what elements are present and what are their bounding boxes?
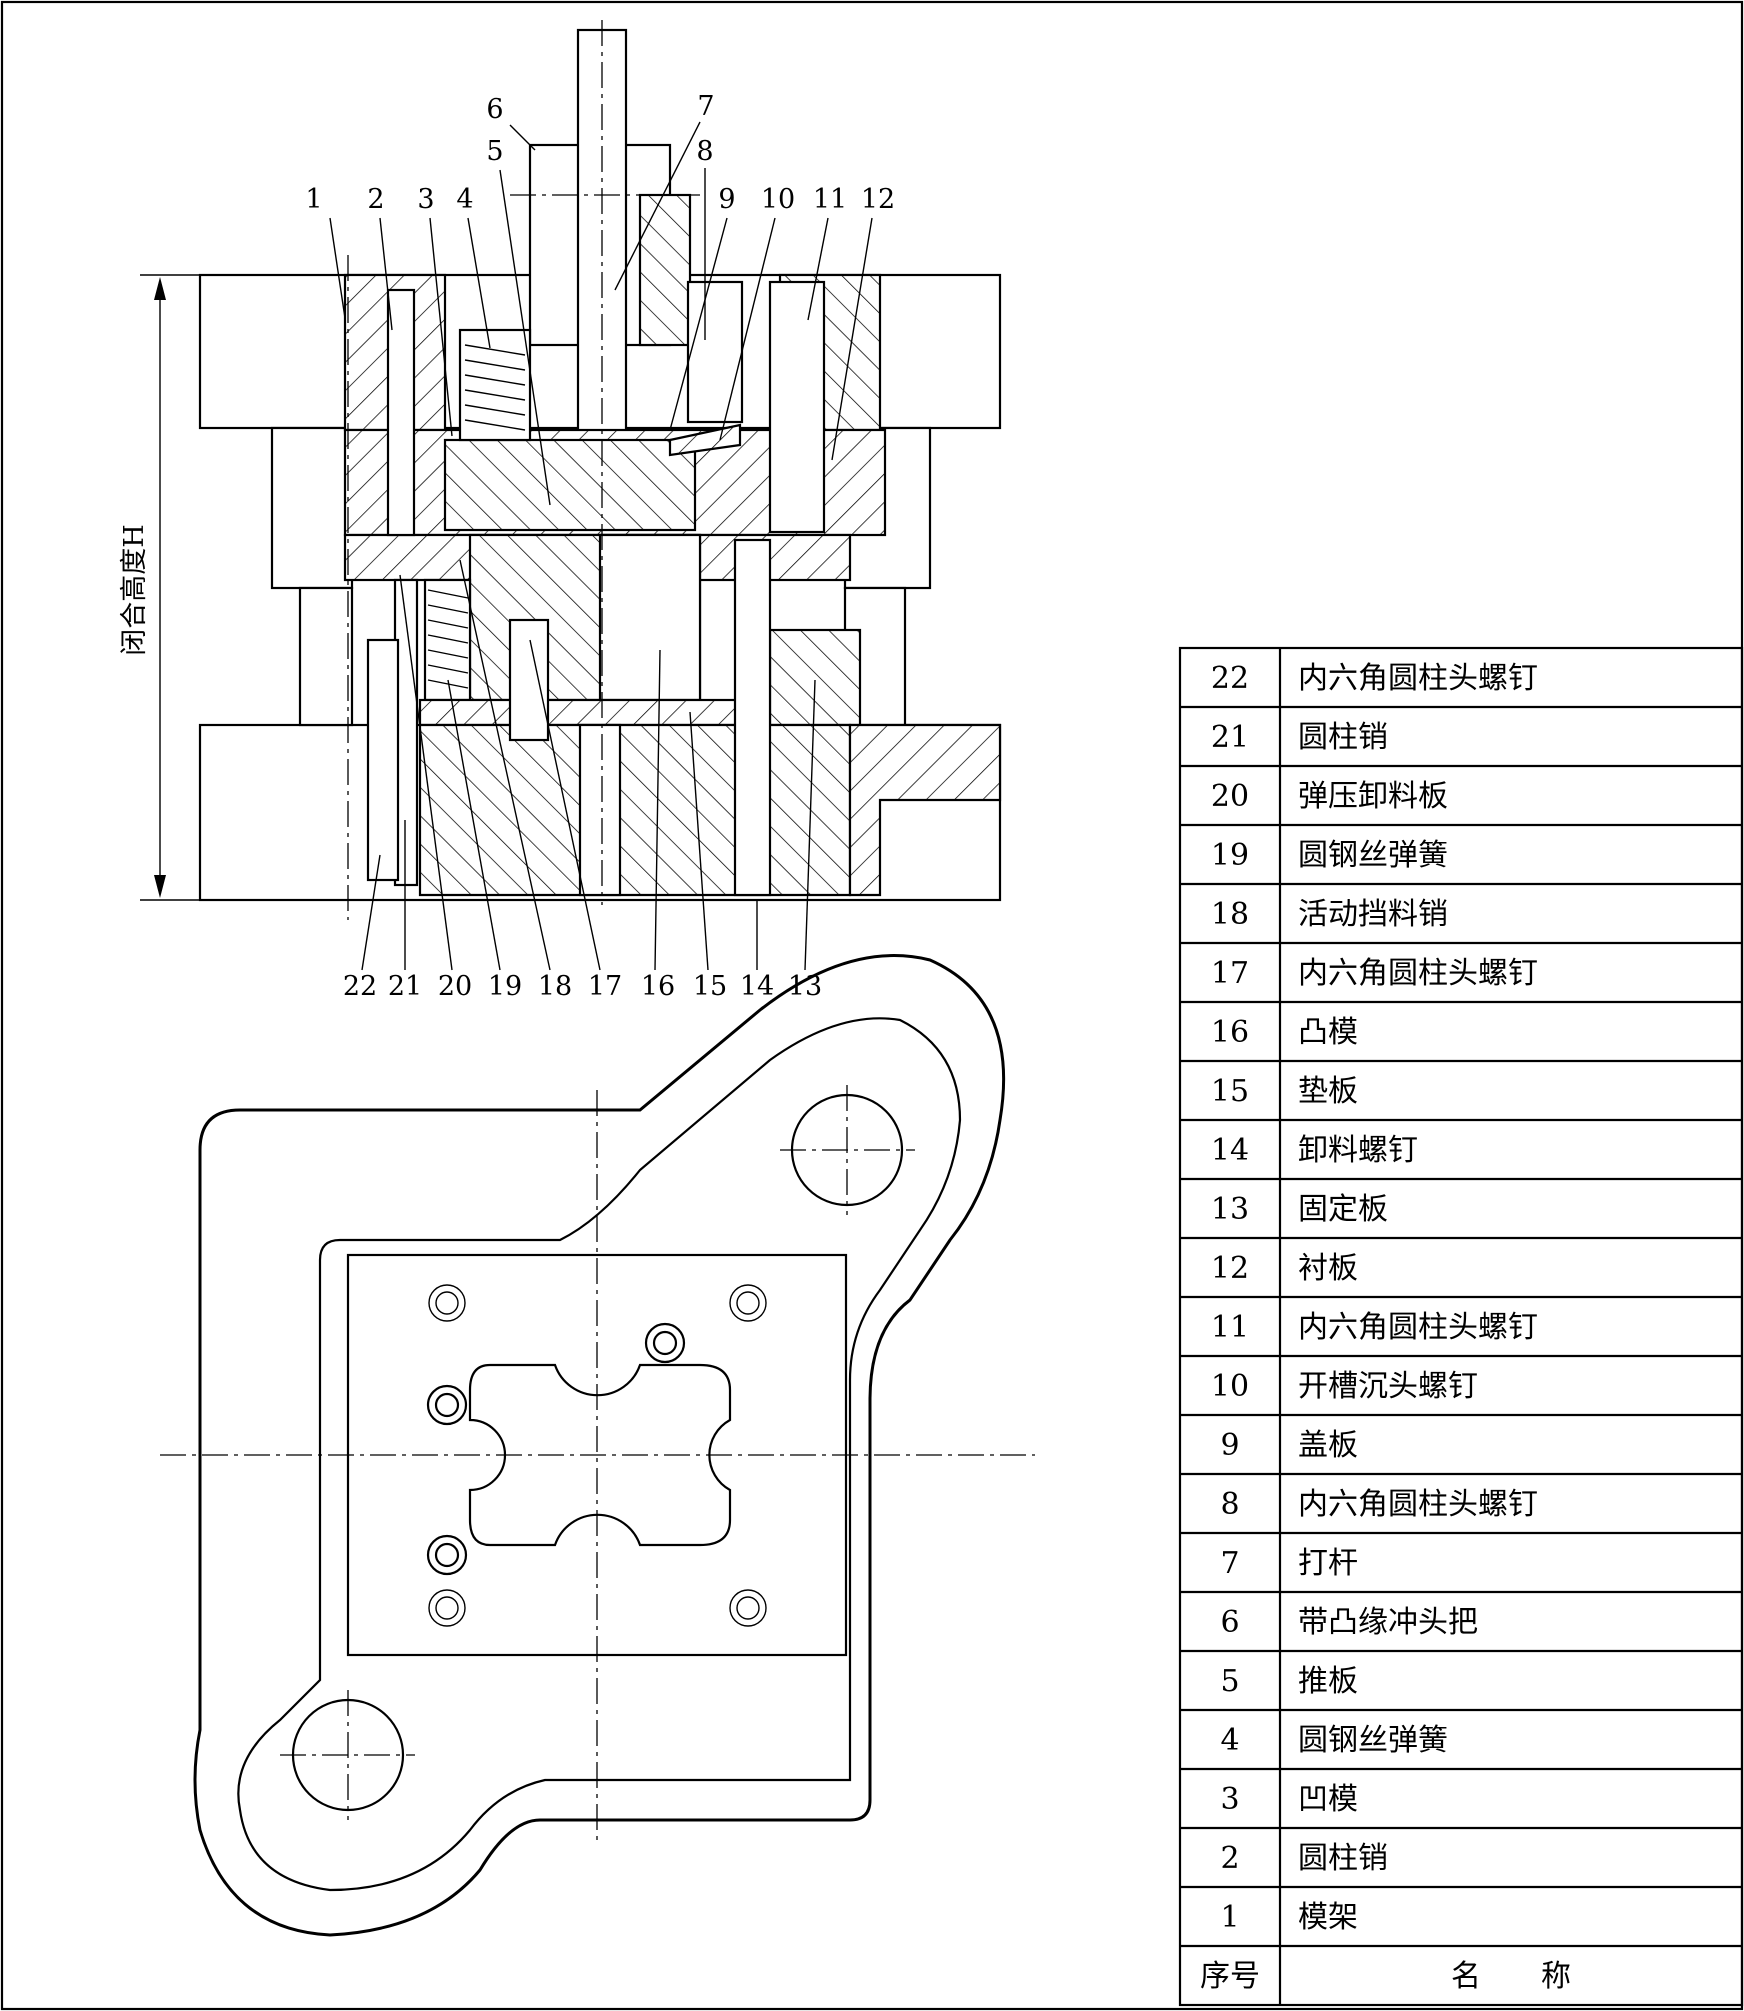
guide-bush-left [270, 426, 354, 590]
plan-view [160, 954, 1035, 1937]
table-row-name: 弹压卸料板 [1298, 779, 1448, 814]
callout-14: 14 [740, 971, 774, 1002]
punch-16-bore [598, 533, 702, 702]
callout-5: 5 [486, 136, 503, 167]
table-row-number: 10 [1211, 1369, 1249, 1404]
callout-9: 9 [718, 184, 735, 215]
callout-1: 1 [305, 184, 322, 215]
callout-11: 11 [813, 184, 847, 215]
fixing-plate-13 [768, 628, 862, 727]
table-header-number: 序号 [1200, 1959, 1260, 1994]
callout-12: 12 [861, 184, 895, 215]
table-row-number: 6 [1220, 1605, 1239, 1640]
pin-2 [386, 288, 416, 537]
callout-8: 8 [696, 136, 713, 167]
table-row-number: 2 [1220, 1841, 1239, 1876]
closed-height-dimension: 闭合高度H [119, 274, 200, 901]
table-row-number: 9 [1220, 1428, 1239, 1463]
screw-17 [508, 618, 550, 742]
screw-8 [686, 280, 744, 424]
lower-bore [578, 723, 622, 897]
table-row-name: 固定板 [1298, 1192, 1388, 1227]
callout-10: 10 [761, 184, 795, 215]
table-row-name: 衬板 [1298, 1251, 1358, 1286]
callout-22: 22 [343, 971, 377, 1002]
table-row-number: 4 [1220, 1723, 1239, 1758]
callout-3: 3 [417, 184, 434, 215]
table-row-name: 内六角圆柱头螺钉 [1298, 661, 1538, 696]
table-row-name: 垫板 [1298, 1074, 1358, 1109]
lower-die-seat [418, 723, 852, 897]
table-row-number: 15 [1211, 1074, 1249, 1109]
table-row-number: 8 [1220, 1487, 1239, 1522]
table-row-number: 13 [1211, 1192, 1249, 1227]
table-row-number: 20 [1211, 779, 1249, 814]
table-row-name: 圆钢丝弹簧 [1298, 1723, 1448, 1758]
closed-height-label: 闭合高度H [119, 524, 150, 656]
lower-die-seat-right [848, 723, 1002, 897]
callout-20: 20 [438, 971, 472, 1002]
callouts-bottom: 22 21 20 19 18 17 16 15 14 13 [343, 559, 822, 1002]
pusher-plate-5 [443, 438, 697, 532]
table-row-name: 打杆 [1298, 1546, 1358, 1581]
callouts-top: 1 2 3 4 5 6 7 8 9 10 11 12 [305, 91, 895, 506]
callout-15: 15 [693, 971, 727, 1002]
table-row-number: 19 [1211, 838, 1249, 873]
table-row-name: 凸模 [1298, 1015, 1358, 1050]
table-row-name: 盖板 [1298, 1428, 1358, 1463]
table-row-number: 16 [1211, 1015, 1249, 1050]
table-row-name: 内六角圆柱头螺钉 [1298, 1487, 1538, 1522]
table-row-number: 7 [1220, 1546, 1239, 1581]
table-row-number: 3 [1220, 1782, 1239, 1817]
table-row-name: 圆柱销 [1298, 1841, 1388, 1876]
table-row-name: 带凸缘冲头把 [1298, 1605, 1478, 1640]
callout-2: 2 [367, 184, 384, 215]
table-row-name: 开槽沉头螺钉 [1298, 1369, 1478, 1404]
callout-18: 18 [538, 971, 572, 1002]
callout-21: 21 [388, 971, 422, 1002]
table-row-number: 12 [1211, 1251, 1249, 1286]
shank-flange [638, 193, 692, 347]
die-set-inner-outline [237, 1017, 962, 1892]
table-row-name: 内六角圆柱头螺钉 [1298, 956, 1538, 991]
table-row-number: 21 [1211, 720, 1249, 755]
die-set-outline [193, 954, 1006, 1937]
table-row-name: 圆柱销 [1298, 720, 1388, 755]
screw-11 [768, 280, 826, 534]
table-row-name: 卸料螺钉 [1298, 1133, 1418, 1168]
guide-post-left [298, 586, 354, 727]
table-frame [1178, 646, 1744, 2007]
table-row-number: 18 [1211, 897, 1249, 932]
blank-profile [468, 1363, 732, 1547]
table-row-name: 内六角圆柱头螺钉 [1298, 1310, 1538, 1345]
callout-16: 16 [641, 971, 675, 1002]
table-row-name: 模架 [1298, 1900, 1358, 1935]
plan-holes [426, 1284, 767, 1627]
spring-19 [423, 578, 472, 702]
table-row-name: 圆钢丝弹簧 [1298, 838, 1448, 873]
table-row-name: 活动挡料销 [1298, 897, 1448, 932]
table-header-name: 名 称 [1451, 1959, 1571, 1994]
callout-6: 6 [486, 94, 503, 125]
table-row-name: 推板 [1298, 1664, 1358, 1699]
section-view: 闭合高度H 1 2 3 4 5 6 7 8 9 10 11 12 [119, 20, 1002, 1002]
table-row-number: 22 [1211, 661, 1249, 696]
callout-7: 7 [697, 91, 714, 122]
table-row-number: 14 [1211, 1133, 1249, 1168]
callout-4: 4 [456, 184, 473, 215]
spring-4 [458, 328, 532, 442]
table-row-number: 5 [1220, 1664, 1239, 1699]
table-row-number: 17 [1211, 956, 1249, 991]
table-row-name: 凹模 [1298, 1782, 1358, 1817]
table-row-number: 11 [1211, 1310, 1249, 1345]
callout-19: 19 [488, 971, 522, 1002]
screw-22 [366, 638, 400, 882]
stripper-screw-14 [733, 538, 772, 897]
callout-17: 17 [588, 971, 622, 1002]
table-row-number: 1 [1220, 1900, 1239, 1935]
